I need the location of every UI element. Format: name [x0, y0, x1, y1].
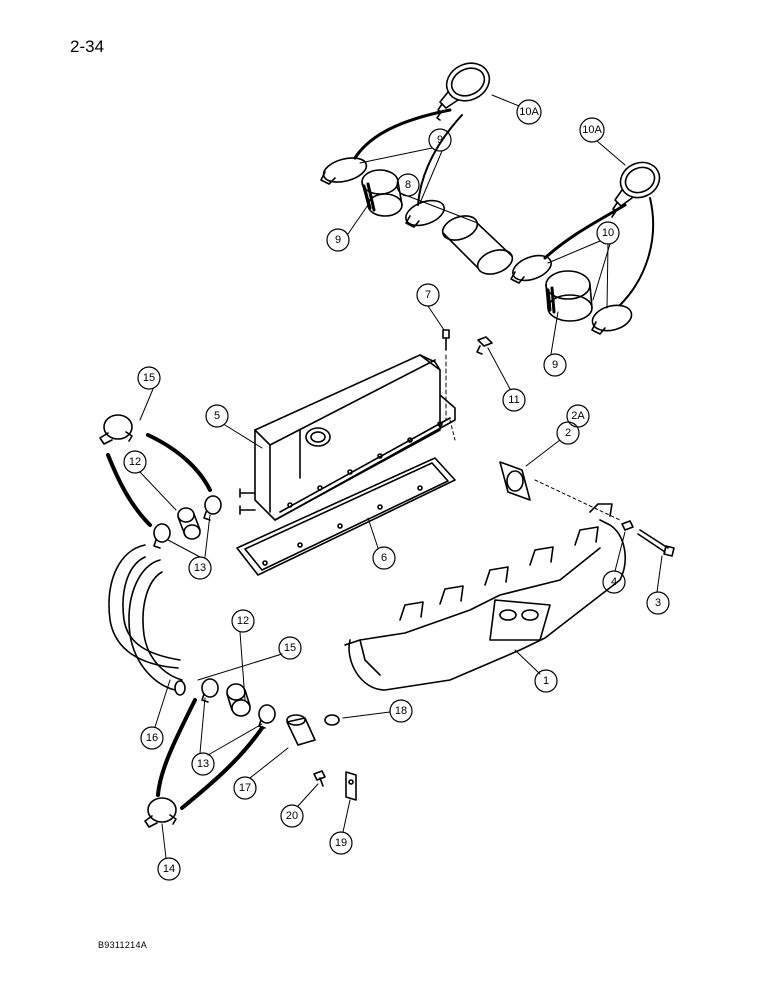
callout-17: 17: [239, 782, 251, 794]
clamp-14-upper: [99, 414, 133, 445]
figure-code: B9311214A: [98, 940, 148, 950]
tube-15: [108, 544, 181, 669]
clamp-13-lower-left: [201, 678, 219, 703]
callout-11: 11: [508, 394, 519, 406]
callout-8: 8: [405, 179, 411, 191]
fitting-11: [476, 336, 493, 355]
callout-16: 16: [146, 732, 158, 744]
hose-12-lower: [226, 683, 251, 717]
callout-2a: 2A: [571, 410, 585, 422]
sleeve-9-lower: [545, 270, 593, 322]
bolt-7: [442, 329, 450, 351]
callout-5: 5: [214, 410, 220, 422]
callout-18: 18: [395, 705, 407, 717]
callout-9-upper: 9: [335, 234, 341, 246]
callout-6: 6: [381, 552, 387, 564]
callout-13-lower: 13: [197, 758, 209, 770]
callout-9-lower: 9: [552, 359, 558, 371]
clamp-10a-right: [611, 161, 661, 218]
bracket-19: [345, 771, 357, 801]
callout-12-upper: 12: [129, 456, 141, 468]
clamp-13-upper-left: [153, 523, 171, 549]
callout-10-left: 9: [437, 134, 443, 146]
sleeve-9-upper: [361, 169, 403, 217]
exhaust-manifold-1: [344, 503, 626, 691]
callout-14-upper: 15: [143, 372, 155, 384]
o-ring-18: [324, 714, 340, 726]
callout-12-lower: 12: [237, 615, 249, 627]
clamp-10-right-b: [591, 304, 633, 335]
callout-4: 4: [611, 576, 617, 588]
gasket-2: [499, 461, 531, 501]
clamp-10a-left: [436, 62, 491, 121]
callout-2: 2: [565, 427, 571, 439]
callout-1: 1: [543, 675, 549, 687]
gasket-6: [236, 457, 456, 576]
washer-4: [621, 520, 634, 531]
callout-19: 19: [335, 837, 347, 849]
hose-12-upper: [177, 507, 201, 540]
elbow-17: [286, 714, 316, 746]
callout-15: 15: [284, 642, 296, 654]
clamp-10-mid: [405, 199, 445, 228]
tube-8: [441, 215, 514, 275]
page-number: 2-34: [70, 37, 105, 56]
callout-7: 7: [425, 289, 431, 301]
clamp-10-right-a: [510, 254, 552, 284]
callout-14-lower: 14: [163, 863, 175, 875]
tube-16: [128, 559, 186, 696]
callout-3: 3: [655, 597, 661, 609]
callout-20: 20: [286, 810, 298, 822]
clamp-14-lower: [144, 797, 177, 828]
bolt-3: [637, 529, 675, 557]
callout-10a-left: 10A: [519, 106, 539, 118]
callout-10-right: 10: [602, 227, 614, 239]
clamp-10-upper-left: [320, 157, 368, 185]
screw-20: [313, 770, 326, 787]
clamp-13-upper-right: [203, 495, 222, 521]
callout-13-upper: 13: [194, 562, 206, 574]
aftercooler-housing-5: [239, 354, 456, 521]
callout-10a-right: 10A: [582, 124, 602, 136]
